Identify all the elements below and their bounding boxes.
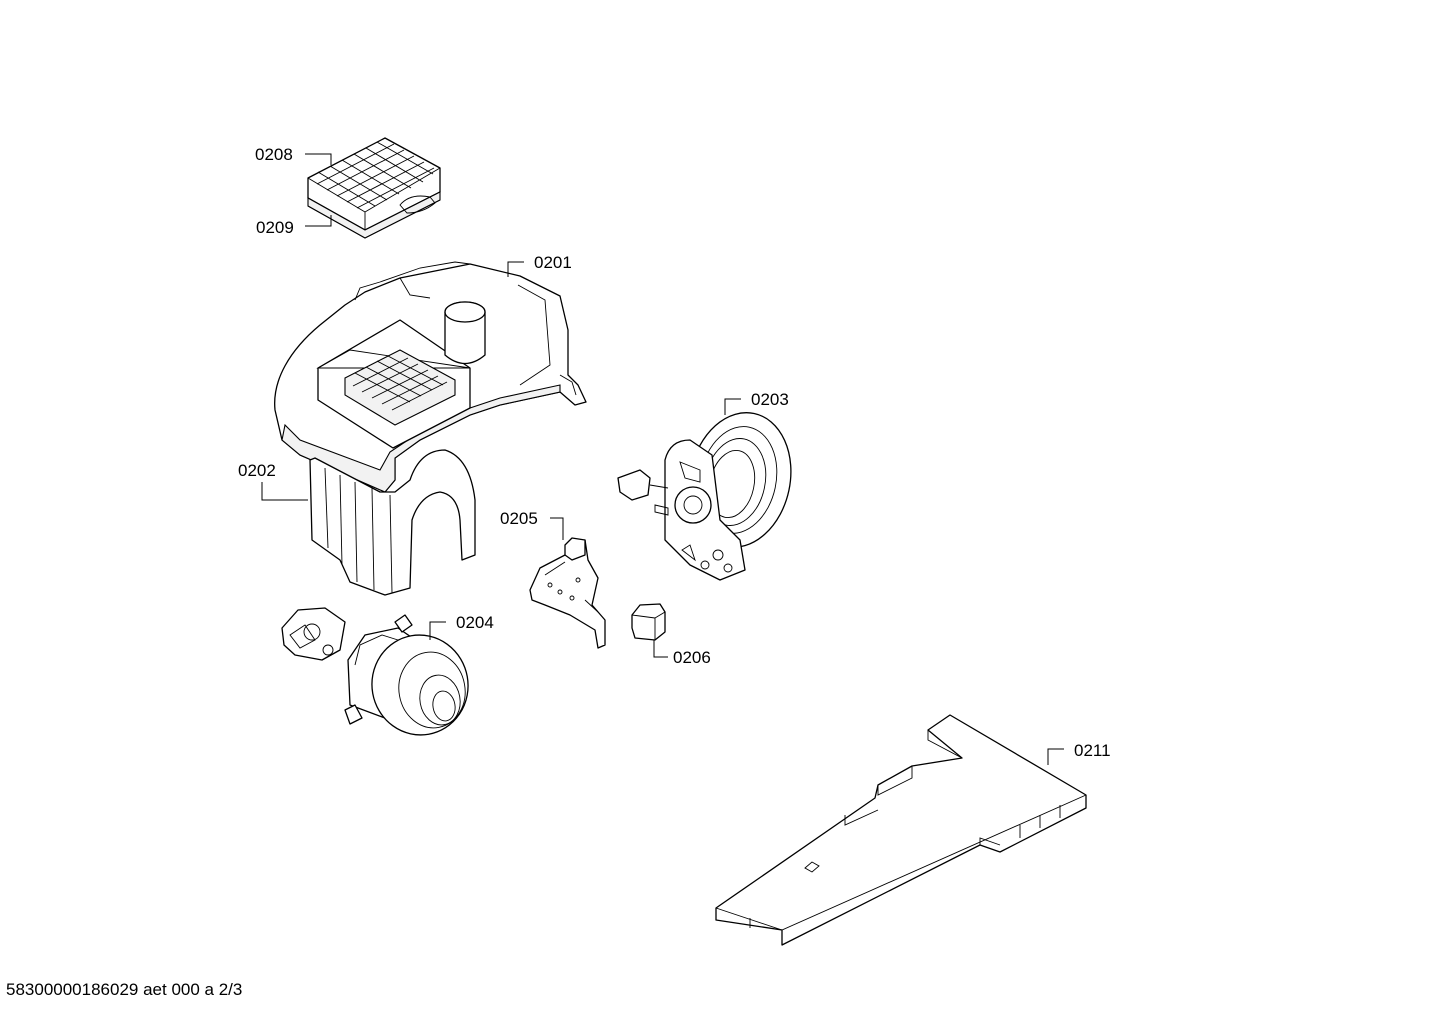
housing-bottom-0202[interactable] <box>309 449 476 596</box>
filter-frame-0209[interactable] <box>307 199 441 239</box>
label-0204: 0204 <box>456 613 494 632</box>
cable-reel-0203[interactable] <box>617 403 803 581</box>
label-0211: 0211 <box>1074 741 1111 760</box>
board-0211[interactable] <box>715 714 1087 946</box>
label-0201: 0201 <box>534 253 572 272</box>
label-0208: 0208 <box>255 145 293 164</box>
motor-0204[interactable] <box>344 614 476 743</box>
switch-0206[interactable] <box>631 603 666 641</box>
label-0206: 0206 <box>673 648 711 667</box>
label-0209: 0209 <box>256 218 294 237</box>
electronic-bracket-0205[interactable] <box>529 537 606 649</box>
label-0205: 0205 <box>500 509 538 528</box>
document-footer: 58300000186029 aet 000 a 2/3 <box>6 980 243 999</box>
label-0202: 0202 <box>238 461 276 480</box>
label-0203: 0203 <box>751 390 789 409</box>
motor-bracket-0204[interactable] <box>281 607 346 661</box>
housing-0201[interactable] <box>274 261 587 493</box>
filter-cassette-0208[interactable] <box>307 137 441 239</box>
